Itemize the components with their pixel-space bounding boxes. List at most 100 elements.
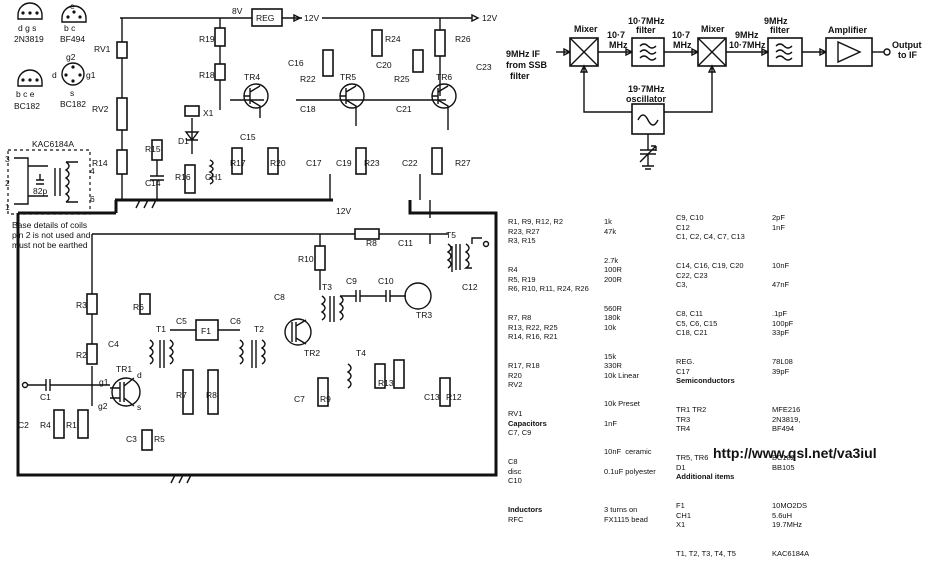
svg-text:TR3: TR3 xyxy=(416,310,432,320)
svg-text:R19: R19 xyxy=(199,34,215,44)
svg-text:C4: C4 xyxy=(108,339,119,349)
svg-text:CH1: CH1 xyxy=(205,172,222,182)
svg-text:R26: R26 xyxy=(455,34,471,44)
svg-text:C5: C5 xyxy=(176,316,187,326)
svg-text:C2: C2 xyxy=(18,420,29,430)
coil-cap: 82p xyxy=(33,186,47,196)
svg-text:8V: 8V xyxy=(232,6,243,16)
svg-text:R8: R8 xyxy=(366,238,377,248)
pin-label: d g s xyxy=(18,23,36,33)
svg-text:filter: filter xyxy=(636,25,656,35)
svg-text:R9: R9 xyxy=(320,394,331,404)
svg-text:12V: 12V xyxy=(304,13,319,23)
part-label: BC182 xyxy=(14,101,40,111)
svg-text:R23: R23 xyxy=(364,158,380,168)
svg-text:C16: C16 xyxy=(288,58,304,68)
svg-text:RV1: RV1 xyxy=(94,44,111,54)
svg-text:10·7: 10·7 xyxy=(607,30,625,40)
svg-text:10·7MHz: 10·7MHz xyxy=(628,16,665,26)
pinout-bc182: b c e BC182 xyxy=(14,69,43,111)
input-label-2: from SSB xyxy=(506,60,548,70)
mixer-1-label: Mixer xyxy=(574,24,598,34)
svg-text:TR5: TR5 xyxy=(340,72,356,82)
coil-note-1: Base details of coils xyxy=(12,220,87,230)
svg-text:R24: R24 xyxy=(385,34,401,44)
svg-text:4: 4 xyxy=(90,166,95,176)
svg-text:C1: C1 xyxy=(40,392,51,402)
svg-text:R18: R18 xyxy=(199,70,215,80)
svg-text:R27: R27 xyxy=(455,158,471,168)
svg-text:C13: C13 xyxy=(424,392,440,402)
part-label: BF494 xyxy=(60,34,85,44)
svg-text:oscillator: oscillator xyxy=(626,94,667,104)
svg-text:C12: C12 xyxy=(462,282,478,292)
svg-text:10·7: 10·7 xyxy=(672,30,690,40)
coil-note-2: pin 2 is not used and xyxy=(12,230,91,240)
top-schematic: 8V REG 12V 12V RV1 RV2 R14 R19 R18 R15 C… xyxy=(92,6,497,218)
svg-text:C21: C21 xyxy=(396,104,412,114)
svg-text:C8: C8 xyxy=(274,292,285,302)
svg-text:9MHz: 9MHz xyxy=(735,30,759,40)
svg-text:R12: R12 xyxy=(446,392,462,402)
pin-label: s xyxy=(70,88,74,98)
svg-text:10·7MHz: 10·7MHz xyxy=(729,40,766,50)
svg-text:T1: T1 xyxy=(156,324,166,334)
svg-text:filter: filter xyxy=(770,25,790,35)
svg-text:C22: C22 xyxy=(402,158,418,168)
svg-text:C11: C11 xyxy=(398,238,413,248)
pin-label: g1 xyxy=(86,70,96,80)
svg-text:Amplifier: Amplifier xyxy=(828,25,868,35)
svg-text:T5: T5 xyxy=(446,230,456,240)
svg-text:TR4: TR4 xyxy=(244,72,260,82)
svg-text:R5: R5 xyxy=(154,434,165,444)
pinout-mfe216: g2 d g1 s BC182 xyxy=(52,52,96,109)
svg-text:C19: C19 xyxy=(336,158,352,168)
source-url[interactable]: http://www.qsl.net/va3iul xyxy=(713,445,877,461)
block-diagram: 9MHz IF from SSB filter Mixer 10·7 MHz 1… xyxy=(506,16,922,170)
svg-text:R7: R7 xyxy=(176,390,187,400)
pinout-2n3819: d g s 2N3819 xyxy=(14,2,44,44)
svg-text:g1: g1 xyxy=(99,377,109,387)
coil-title: KAC6184A xyxy=(32,139,74,149)
svg-text:R3: R3 xyxy=(76,300,87,310)
svg-text:RV2: RV2 xyxy=(92,104,109,114)
svg-text:R6: R6 xyxy=(133,302,144,312)
svg-text:12V: 12V xyxy=(336,206,351,216)
svg-text:MHz: MHz xyxy=(609,40,628,50)
svg-text:d: d xyxy=(137,370,142,380)
svg-text:R22: R22 xyxy=(300,74,316,84)
pin-label: d xyxy=(52,70,57,80)
svg-text:R13: R13 xyxy=(378,378,394,388)
svg-text:R8: R8 xyxy=(206,390,217,400)
svg-text:R2: R2 xyxy=(76,350,87,360)
svg-text:TR6: TR6 xyxy=(436,72,452,82)
svg-text:C15: C15 xyxy=(240,132,256,142)
coil-base-detail: KAC6184A 3 2 1 4 6 82p Base details of c… xyxy=(5,139,95,250)
mixer-2-label: Mixer xyxy=(701,24,725,34)
svg-text:TR2: TR2 xyxy=(304,348,320,358)
input-label-1: 9MHz IF xyxy=(506,49,541,59)
amplifier xyxy=(825,37,873,67)
pin-label: b c e xyxy=(16,89,35,99)
svg-text:C9: C9 xyxy=(346,276,357,286)
svg-text:T4: T4 xyxy=(356,348,366,358)
svg-text:9MHz: 9MHz xyxy=(764,16,788,26)
svg-text:s: s xyxy=(137,402,141,412)
svg-text:T3: T3 xyxy=(322,282,332,292)
svg-text:T2: T2 xyxy=(254,324,264,334)
svg-text:C3: C3 xyxy=(126,434,137,444)
svg-text:R1: R1 xyxy=(66,420,77,430)
pinout-bf494: e b c BF494 xyxy=(60,1,87,44)
schematic-canvas: d g s 2N3819 e b c BF494 b c e BC182 g2 … xyxy=(5,1,922,484)
svg-text:12V: 12V xyxy=(482,13,497,23)
svg-text:MHz: MHz xyxy=(673,40,692,50)
svg-text:R25: R25 xyxy=(394,74,410,84)
reg-label: REG xyxy=(256,13,274,23)
part-label: BC182 xyxy=(60,99,86,109)
svg-text:C23: C23 xyxy=(476,62,492,72)
svg-text:3: 3 xyxy=(5,154,10,164)
